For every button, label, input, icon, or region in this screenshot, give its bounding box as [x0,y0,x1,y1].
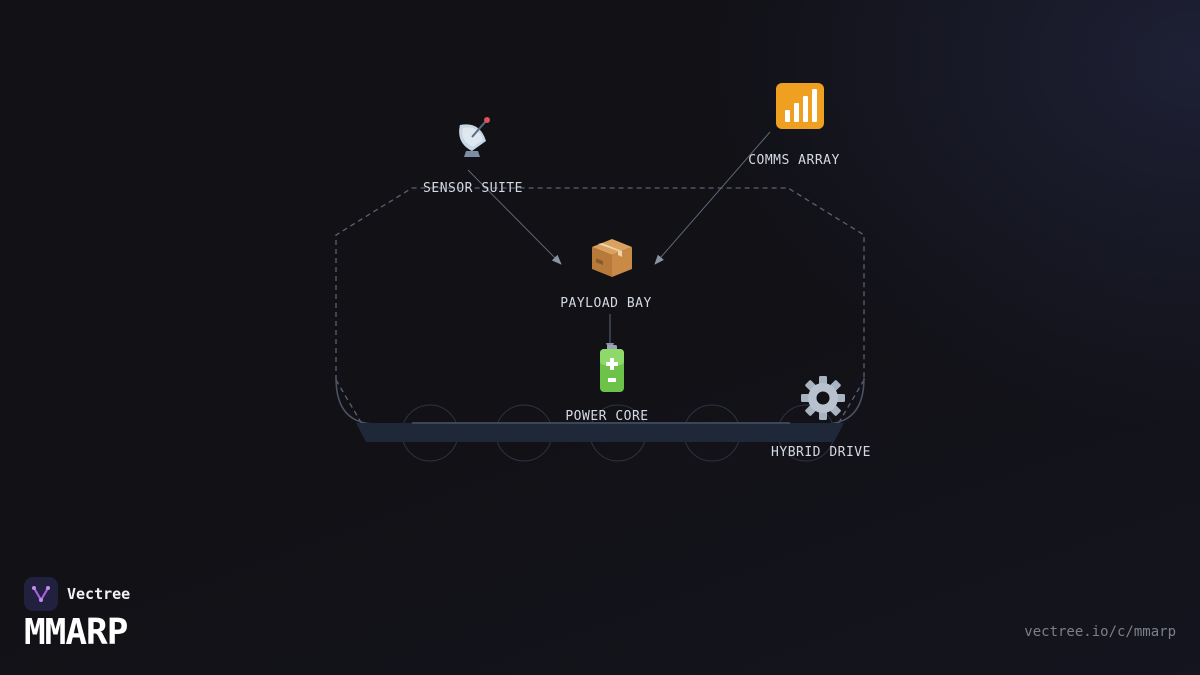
brand-name: Vectree [67,585,131,603]
brand: Vectree [24,577,130,611]
package-box-icon [592,239,632,277]
node-label-payload-bay: PAYLOAD BAY [560,296,652,311]
node-label-power-core: POWER CORE [565,409,649,424]
site-url-link[interactable]: vectree.io/c/mmarp [1024,624,1176,640]
node-label-sensor-suite: SENSOR SUITE [423,181,523,196]
satellite-dish-icon [459,117,490,157]
edge-sensor-to-payload [467,169,562,265]
project-title: MMARP [24,612,128,653]
node-label-comms-array: COMMS ARRAY [748,153,840,168]
gear-icon [801,376,845,420]
node-hybrid-drive[interactable] [799,374,847,426]
node-sensor-suite[interactable] [450,111,498,163]
edge-comms-to-payload [654,131,771,265]
node-comms-array[interactable] [775,82,825,134]
node-payload-bay[interactable] [588,233,636,285]
hull-base [356,423,844,442]
signal-bars-icon [776,83,824,129]
node-power-core[interactable] [597,344,627,398]
node-label-hybrid-drive: HYBRID DRIVE [771,445,871,460]
vectree-logo-icon [24,577,58,611]
track-curve-left [335,377,377,425]
vehicle-body-outline [335,187,865,380]
battery-icon [600,345,624,392]
